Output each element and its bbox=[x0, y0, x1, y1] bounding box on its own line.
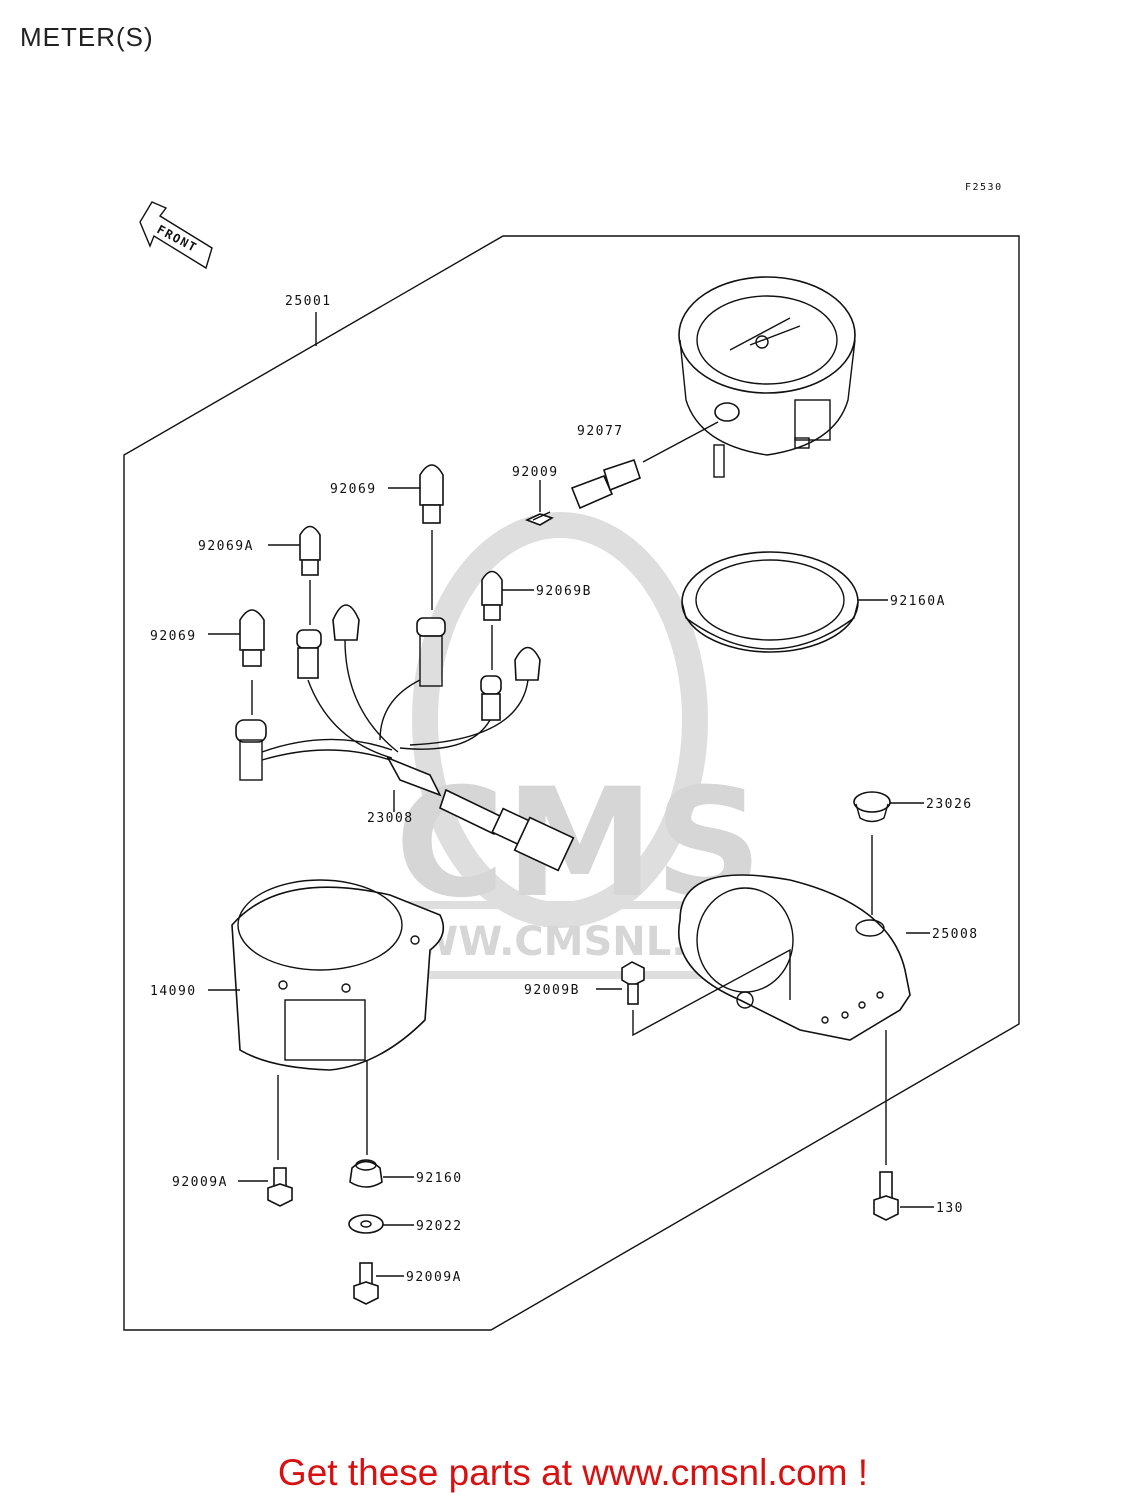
front-arrow-icon: FRONT bbox=[139, 201, 213, 270]
part-label-23008: 23008 bbox=[367, 811, 414, 826]
page-title: METER(S) bbox=[20, 22, 154, 52]
part-label-92022: 92022 bbox=[416, 1219, 463, 1234]
part-label-23026: 23026 bbox=[926, 797, 973, 812]
meter-unit bbox=[678, 276, 856, 478]
part-label-92069-left: 92069 bbox=[150, 629, 197, 644]
meter-housing-cup bbox=[231, 879, 445, 1071]
part-label-92069-top: 92069 bbox=[330, 482, 377, 497]
cta-link[interactable]: Get these parts at www.cmsnl.com ! bbox=[277, 1452, 869, 1493]
part-label-14090: 14090 bbox=[150, 984, 197, 999]
part-label-92009B: 92009B bbox=[524, 983, 580, 998]
part-label-92077: 92077 bbox=[577, 424, 624, 439]
drawing-code: F2530 bbox=[965, 182, 1003, 193]
part-label-92009: 92009 bbox=[512, 465, 559, 480]
meter-bracket bbox=[678, 874, 911, 1041]
part-label-130: 130 bbox=[936, 1201, 964, 1216]
assembly-outline bbox=[123, 235, 1020, 1331]
meter-ring bbox=[681, 551, 859, 653]
part-label-25001: 25001 bbox=[285, 294, 332, 309]
part-label-92009A-bottom: 92009A bbox=[406, 1270, 462, 1285]
part-label-92069A: 92069A bbox=[198, 539, 254, 554]
part-label-92160: 92160 bbox=[416, 1171, 463, 1186]
wiring-harness bbox=[235, 604, 575, 872]
part-label-92009A-left: 92009A bbox=[172, 1175, 228, 1190]
part-label-92160A: 92160A bbox=[890, 594, 946, 609]
part-label-25008: 25008 bbox=[932, 927, 979, 942]
part-label-92069B: 92069B bbox=[536, 584, 592, 599]
